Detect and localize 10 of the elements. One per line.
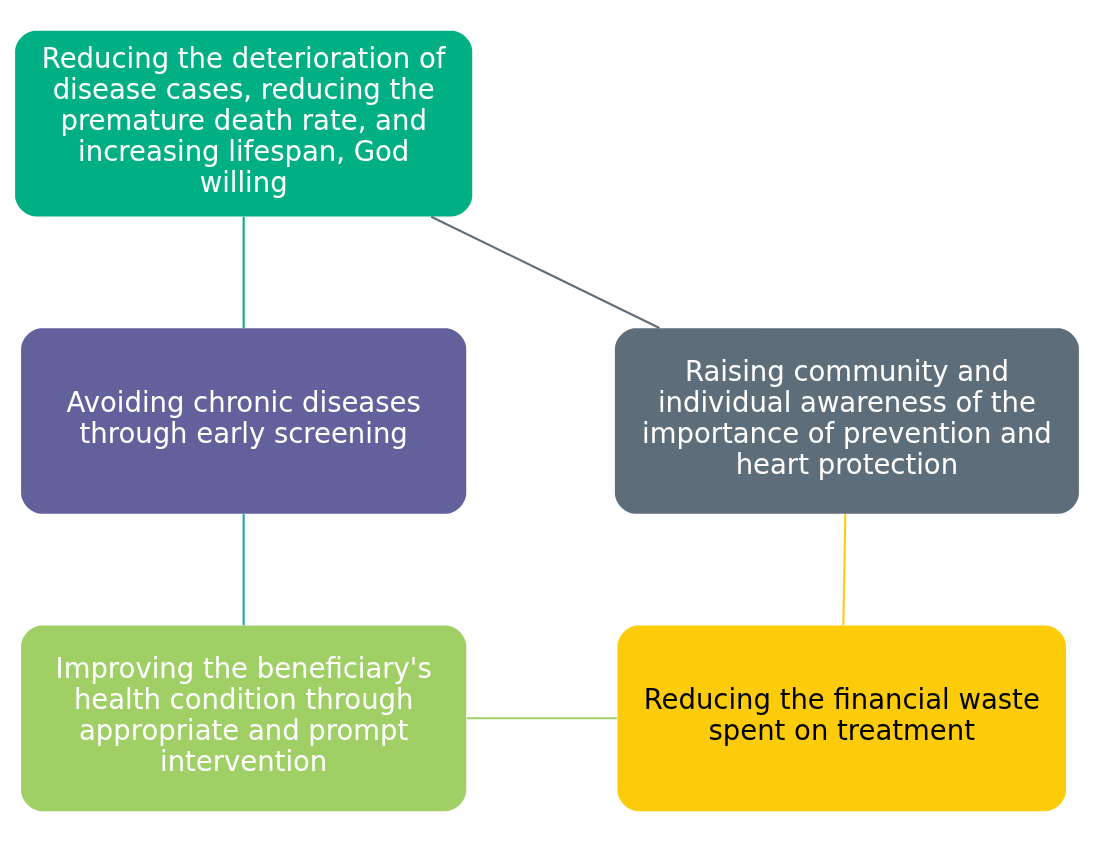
connector [242, 216, 245, 328]
connector [842, 513, 847, 625]
node-box: Reducing the financial waste spent on treatment [617, 625, 1066, 811]
node-box: Avoiding chronic diseases through early screening [21, 327, 467, 514]
connector [466, 716, 617, 719]
node-box: Reducing the deterioration of disease cases, reducing the premature death rate, and increasing lifespan, God willing [15, 30, 473, 216]
node-box: Raising community and individual awareness of the importance of prevention and heart protection [614, 327, 1079, 514]
connector [242, 513, 245, 625]
node-box: Improving the beneficiary's health condition through appropriate and prompt intervention [21, 625, 467, 811]
connector [430, 215, 660, 329]
